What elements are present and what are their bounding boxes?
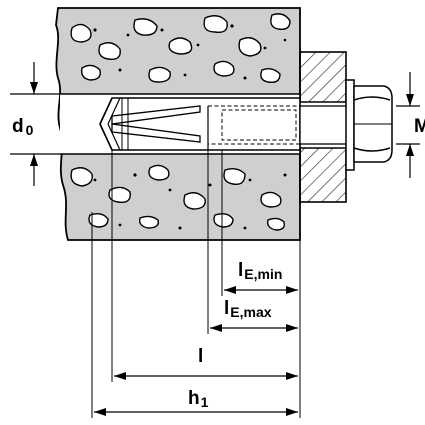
- extension-lines: [91, 150, 301, 418]
- bolt-shank: [299, 105, 353, 145]
- label-h1: h1: [188, 388, 209, 410]
- le-min-main: l: [238, 260, 243, 281]
- washer: [345, 79, 355, 171]
- le-min-sub: E,min: [244, 266, 282, 282]
- label-l: l: [198, 346, 203, 367]
- label-le-max: lE,max: [224, 298, 272, 320]
- le-max-sub: E,max: [230, 304, 271, 320]
- dimension-m: [396, 72, 420, 178]
- aggregate-pebbles: [70, 13, 291, 231]
- d0-main: d: [12, 116, 24, 137]
- h1-sub: 1: [201, 394, 209, 410]
- label-m: M: [414, 116, 425, 137]
- d0-sub: 0: [26, 122, 34, 138]
- hex-bolt-head: [353, 85, 393, 163]
- dimension-d0: [10, 62, 60, 186]
- le-max-main: l: [224, 298, 229, 319]
- anchor-sleeve: [99, 97, 301, 151]
- h1-main: h: [188, 388, 200, 409]
- label-le-min: lE,min: [238, 260, 282, 282]
